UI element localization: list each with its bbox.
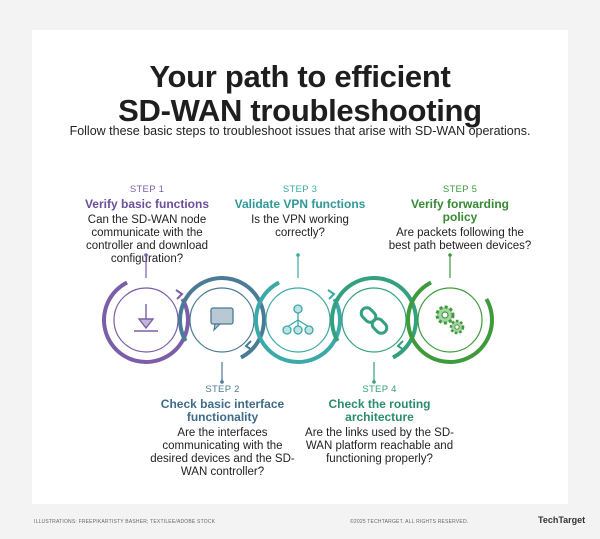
- illustration-credit: ILLUSTRATIONS: FREEPIKARTISTY BASHER; TE…: [34, 519, 216, 525]
- step-2-heading: Check basic interface functionality: [160, 397, 285, 424]
- step-5-number: STEP 5: [442, 184, 478, 195]
- download-icon: [134, 304, 158, 332]
- arrow-3-4: [327, 289, 336, 300]
- arrow-1-2: [175, 289, 184, 300]
- step-1-number: STEP 1: [129, 184, 165, 195]
- step-4-text: STEP 4 Check the routing architecture Ar…: [302, 383, 457, 466]
- step-5-text: STEP 5 Verify forwarding policy Are pack…: [385, 183, 535, 253]
- step-4-description: Are the links used by the SD-WAN platfor…: [305, 427, 454, 465]
- title-line-1: Your path to efficient: [149, 59, 451, 94]
- network-icon: [282, 304, 314, 335]
- step-4-number: STEP 4: [362, 384, 397, 395]
- step-4-ring: [330, 276, 418, 384]
- step-3-description: Is the VPN working correctly?: [251, 214, 349, 239]
- step-4-heading: Check the routing architecture: [328, 397, 431, 424]
- link-icon: [359, 306, 389, 335]
- subtitle: Follow these basic steps to troubleshoot…: [69, 124, 531, 138]
- step-1-description: Can the SD-WAN node communicate with the…: [85, 214, 209, 265]
- step-1-heading: Verify basic functions: [84, 197, 210, 211]
- copyright: ©2025 TECHTARGET. ALL RIGHTS RESERVED.: [350, 519, 469, 525]
- step-2-text: STEP 2 Check basic interface functionali…: [145, 383, 300, 479]
- techtarget-logo[interactable]: TechTarget: [538, 515, 586, 525]
- step-3-number: STEP 3: [282, 184, 318, 195]
- infographic-card: [32, 30, 568, 504]
- step-2-description: Are the interfaces communicating with th…: [150, 427, 295, 478]
- step-3-text: STEP 3 Validate VPN functions Is the VPN…: [225, 183, 375, 240]
- arrow-4-5: [396, 340, 405, 351]
- step-2-number: STEP 2: [205, 384, 240, 395]
- gears-icon: [435, 305, 465, 335]
- step-5-ring: [406, 253, 494, 364]
- step-5-description: Are packets following the best path betw…: [388, 227, 532, 252]
- chat-bubble-icon: [210, 307, 234, 332]
- step-3-heading: Validate VPN functions: [234, 197, 366, 211]
- step-1-text: STEP 1 Verify basic functions Can the SD…: [72, 183, 222, 266]
- arrow-2-3: [244, 340, 253, 351]
- title-line-2: SD-WAN troubleshooting: [118, 93, 482, 128]
- step-5-heading: Verify forwarding policy: [410, 197, 510, 224]
